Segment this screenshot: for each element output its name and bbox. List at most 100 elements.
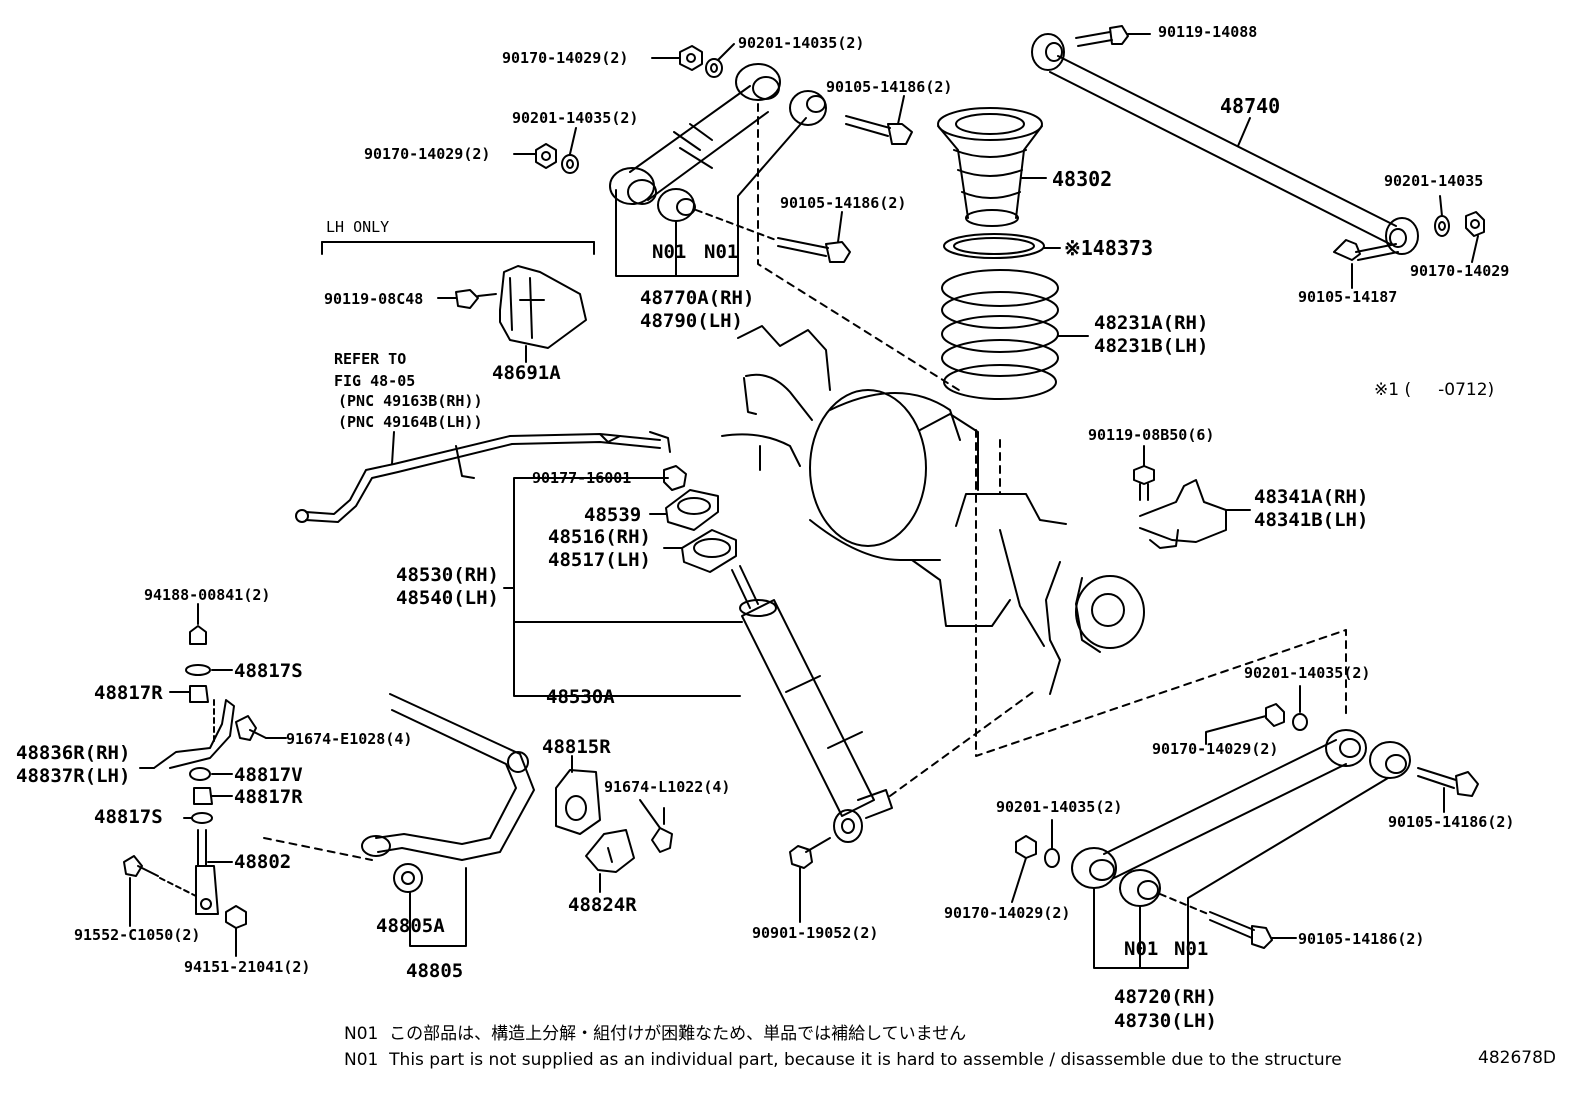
bolt-91674-l1022 (651, 807, 673, 853)
cushion-48516 (681, 529, 737, 573)
label-90201-14035-2-b: 90201-14035(2) (512, 109, 639, 127)
leader-refer (391, 431, 395, 465)
bolt-90119-14088 (1075, 25, 1129, 47)
label-90105-14187: 90105-14187 (1298, 288, 1398, 306)
label-91674-e1028: 91674-E1028(4) (286, 730, 413, 748)
washer-90201-14035-b (561, 154, 579, 174)
leader-washer-a (717, 43, 735, 61)
bracket-48341 (1139, 479, 1227, 549)
label-148373: ※148373 (1064, 236, 1154, 260)
bolt-90105-14187 (1333, 239, 1399, 261)
label-48720-rh: 48720(RH) (1114, 986, 1217, 1008)
cushion-48539 (665, 489, 719, 531)
label-90201-14035-2-c: 90201-14035(2) (1244, 664, 1371, 682)
bolt-91552-c1050 (123, 855, 159, 877)
leader-91674-l1022 (639, 799, 661, 829)
label-90170-14029-2-a: 90170-14029(2) (502, 49, 629, 67)
lower-arm-bushing-n01-a (1119, 869, 1161, 907)
label-90901-19052: 90901-19052(2) (752, 924, 879, 942)
label-90119-14088: 90119-14088 (1158, 23, 1258, 41)
washer-90201-14035 (1434, 215, 1450, 237)
label-90105-14186-2-d: 90105-14186(2) (1298, 930, 1425, 948)
stabilizer-bar-48805 (361, 693, 535, 861)
label-90105-14186-2-c: 90105-14186(2) (1388, 813, 1515, 831)
bracket-48824r (585, 829, 635, 873)
leader-48740 (1237, 117, 1251, 147)
label-48539: 48539 (584, 504, 642, 526)
bolt-90105-14186-b (777, 237, 851, 263)
leader-washer-b (569, 127, 577, 155)
rear-axle-housing (721, 325, 1145, 695)
leader-bolt-a (897, 95, 905, 125)
bolt-90119-08c48 (455, 289, 497, 309)
bracket-48836r (153, 699, 235, 769)
cushion-48817v (189, 767, 211, 781)
label-48805a: 48805A (376, 915, 445, 937)
label-90170-14029-2-c: 90170-14029(2) (1152, 740, 1279, 758)
bushing-48817r-a (189, 685, 209, 703)
label-n01-upper-1: N01 (652, 241, 687, 263)
label-48540-lh: 48540(LH) (396, 587, 499, 609)
label-90170-14029-2-b: 90170-14029(2) (364, 145, 491, 163)
label-48691a: 48691A (492, 362, 561, 384)
nut-90177-16001 (663, 465, 687, 491)
dash-bolt-b (695, 209, 777, 241)
label-90105-14186-2-a: 90105-14186(2) (826, 78, 953, 96)
nut-94151-21041 (225, 905, 247, 929)
label-90119-08c48: 90119-08C48 (324, 290, 424, 308)
washer-48817s-a (185, 664, 211, 676)
footnote-english: N01 This part is not supplied as an indi… (344, 1050, 1342, 1070)
bracket-48691a (499, 265, 587, 349)
shock-absorber-48530 (731, 565, 893, 843)
dash-bolt-d (1159, 893, 1209, 915)
label-48836r-rh: 48836R(RH) (16, 742, 131, 764)
bolt-90105-14186-c (1417, 767, 1479, 797)
nut-90170-14029-a (679, 45, 703, 71)
reference-dashed-lines (263, 103, 1347, 861)
label-refer-pnc-lh: (PNC 49164B(LH)) (338, 413, 483, 431)
dash-link (159, 877, 197, 897)
label-90105-14186-2-b: 90105-14186(2) (780, 194, 907, 212)
upper-control-arm (609, 63, 781, 205)
leader-90201-14035 (1439, 195, 1443, 217)
bolt-90105-14186-a (845, 115, 913, 145)
insulator-48373 (943, 233, 1045, 259)
label-90119-08b50: 90119-08B50(6) (1088, 426, 1215, 444)
label-94151-21041: 94151-21041(2) (184, 958, 311, 976)
label-lh-only: LH ONLY (326, 218, 390, 236)
nut-94188-00841 (189, 625, 207, 645)
footnote-japanese: N01 この部品は、構造上分解・組付けが困難なため、単品では補給していません (344, 1024, 967, 1044)
label-n01-lower-2: N01 (1174, 938, 1209, 960)
label-48231b-lh: 48231B(LH) (1094, 335, 1209, 357)
figure-code: 482678D (1478, 1048, 1556, 1068)
label-48815r: 48815R (542, 736, 611, 758)
bolt-90105-14186-d (1209, 911, 1273, 949)
leader-lower-arm (1093, 777, 1389, 969)
label-91552-c1050: 91552-C1050(2) (74, 926, 201, 944)
label-refer-pnc-rh: (PNC 49163B(RH)) (338, 392, 483, 410)
label-48516-rh: 48516(RH) (548, 526, 651, 548)
label-refer-to: REFER TO (334, 350, 407, 368)
label-48802: 48802 (234, 851, 292, 873)
label-94188-00841: 94188-00841(2) (144, 586, 271, 604)
label-48817s-a: 48817S (234, 660, 303, 682)
label-90201-14035-2-d: 90201-14035(2) (996, 798, 1123, 816)
nut-90170-14029-c (1265, 703, 1285, 727)
label-90170-14029: 90170-14029 (1410, 262, 1510, 280)
label-note-x1: ※1 ( -0712) (1374, 380, 1495, 400)
upper-arm-bushing-n01-b (789, 90, 827, 126)
label-90201-14035-2-a: 90201-14035(2) (738, 34, 865, 52)
label-n01-upper-2: N01 (704, 241, 739, 263)
bushing-48815r (555, 769, 601, 835)
leader-90170-14029 (1471, 235, 1479, 263)
label-48817r-a: 48817R (94, 682, 163, 704)
washer-90201-14035-a (705, 58, 723, 78)
label-48817s-b: 48817S (94, 806, 163, 828)
label-48817v: 48817V (234, 764, 303, 786)
label-48817r-b: 48817R (234, 786, 303, 808)
label-48824r: 48824R (568, 894, 637, 916)
label-48740: 48740 (1220, 94, 1281, 118)
bump-stopper-48302 (937, 107, 1043, 227)
label-48302: 48302 (1052, 167, 1113, 191)
label-48805: 48805 (406, 960, 464, 982)
